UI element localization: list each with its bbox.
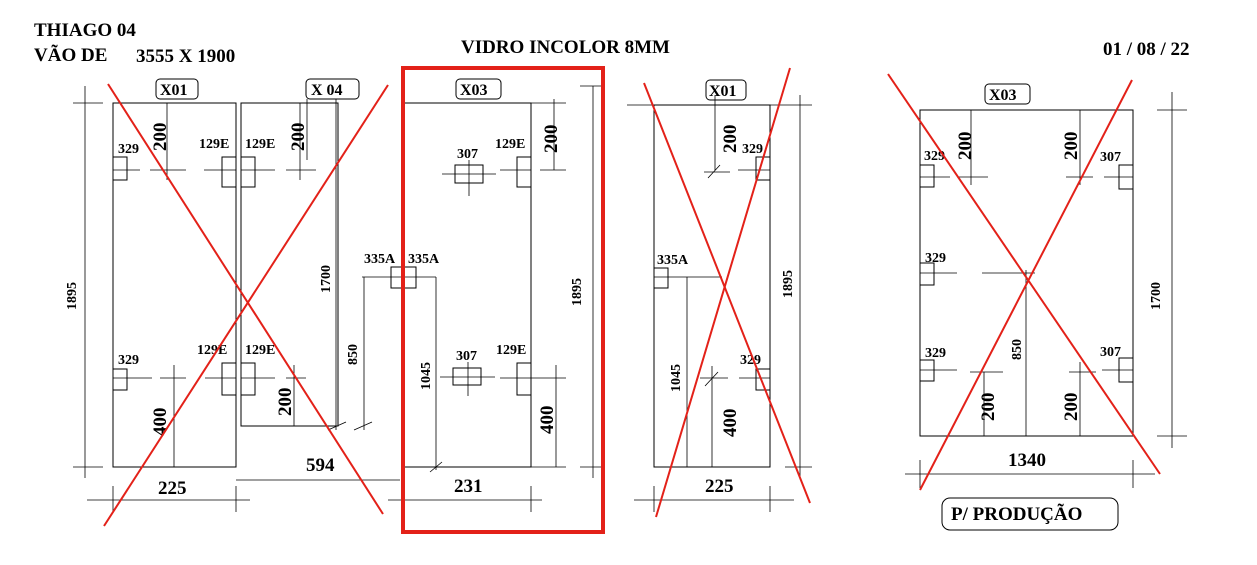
dim-label: 1045 <box>669 364 684 392</box>
strike-out-panel-4 <box>643 67 811 518</box>
panel-4: X01 200 329 1895 335A 1045 329 400 225 <box>627 79 812 512</box>
dim-label: 200 <box>1061 132 1082 161</box>
dim-label: 850 <box>1010 339 1025 360</box>
dim-label: 200 <box>978 393 999 422</box>
hole-label: 129E <box>496 343 526 358</box>
stamp-label: P/ PRODUÇÃO <box>951 503 1082 525</box>
height-dim: 1895 <box>781 270 796 298</box>
width-dim: 1340 <box>1008 450 1046 471</box>
hole-label: 329 <box>924 149 945 164</box>
opening-value: 3555 X 1900 <box>136 46 235 67</box>
production-stamp: P/ PRODUÇÃO <box>941 497 1119 531</box>
height-dim: 1895 <box>65 282 80 310</box>
hole-label: 329 <box>925 251 946 266</box>
strike-out-panel-5 <box>887 73 1161 491</box>
opening-label: VÃO DE <box>34 44 107 66</box>
hole-label: 335A <box>657 253 689 268</box>
hole-label: 129E <box>245 343 275 358</box>
height-dim: 1700 <box>319 265 334 293</box>
hole-label: 329 <box>118 142 139 157</box>
dim-label: 200 <box>720 125 741 154</box>
hole-label: 329 <box>742 142 763 157</box>
dim-label: 1045 <box>419 362 434 390</box>
highlight-box <box>401 66 605 534</box>
width-dim: 225 <box>158 478 187 499</box>
strike-out-panel-1-2 <box>103 83 389 527</box>
hole-label: 129E <box>197 343 227 358</box>
panel-tag: X03 <box>460 82 488 99</box>
hole-label: 307 <box>1100 150 1121 165</box>
hole-label: 329 <box>925 346 946 361</box>
overall-dim: 594 <box>306 455 335 476</box>
glass-spec: VIDRO INCOLOR 8MM <box>461 37 670 58</box>
hole-label: 129E <box>245 137 275 152</box>
hole-label: 335A <box>408 252 440 267</box>
dim-label: 850 <box>346 344 361 365</box>
dim-label: 400 <box>150 408 171 437</box>
hole-label: 329 <box>740 353 761 368</box>
width-dim: 225 <box>705 476 734 497</box>
panel-2: X 04 129E 200 1700 129E 200 850 335A 594 <box>236 78 400 481</box>
hole-label: 307 <box>457 147 478 162</box>
dim-label: 200 <box>275 388 296 417</box>
panel-tag: X03 <box>989 87 1017 104</box>
dim-label: 200 <box>955 132 976 161</box>
panel-1: X01 1895 329 200 129E 329 400 129E 225 <box>65 78 250 512</box>
dim-label: 200 <box>150 123 171 152</box>
dim-label: 400 <box>720 409 741 438</box>
hole-label: 335A <box>364 252 396 267</box>
height-dim: 1895 <box>570 278 585 306</box>
dim-label: 200 <box>1061 393 1082 422</box>
dim-label: 200 <box>288 123 309 152</box>
hole-label: 129E <box>495 137 525 152</box>
dim-label: 200 <box>541 125 562 154</box>
panel-tag: X01 <box>709 83 737 100</box>
drawing-date: 01 / 08 / 22 <box>1103 39 1190 60</box>
panel-5: X03 329 200 200 307 329 850 329 200 200 … <box>905 83 1187 488</box>
panel-3: X03 307 129E 200 335A 1045 1895 307 129E <box>362 78 605 512</box>
hole-label: 307 <box>1100 345 1121 360</box>
client-line: THIAGO 04 <box>34 20 136 41</box>
hole-label: 307 <box>456 349 477 364</box>
panel-tag: X01 <box>160 82 188 99</box>
hole-label: 129E <box>199 137 229 152</box>
height-dim: 1700 <box>1149 282 1164 310</box>
width-dim: 231 <box>454 476 483 497</box>
dim-label: 400 <box>537 406 558 435</box>
hole-label: 329 <box>118 353 139 368</box>
panel-tag: X 04 <box>311 82 343 99</box>
